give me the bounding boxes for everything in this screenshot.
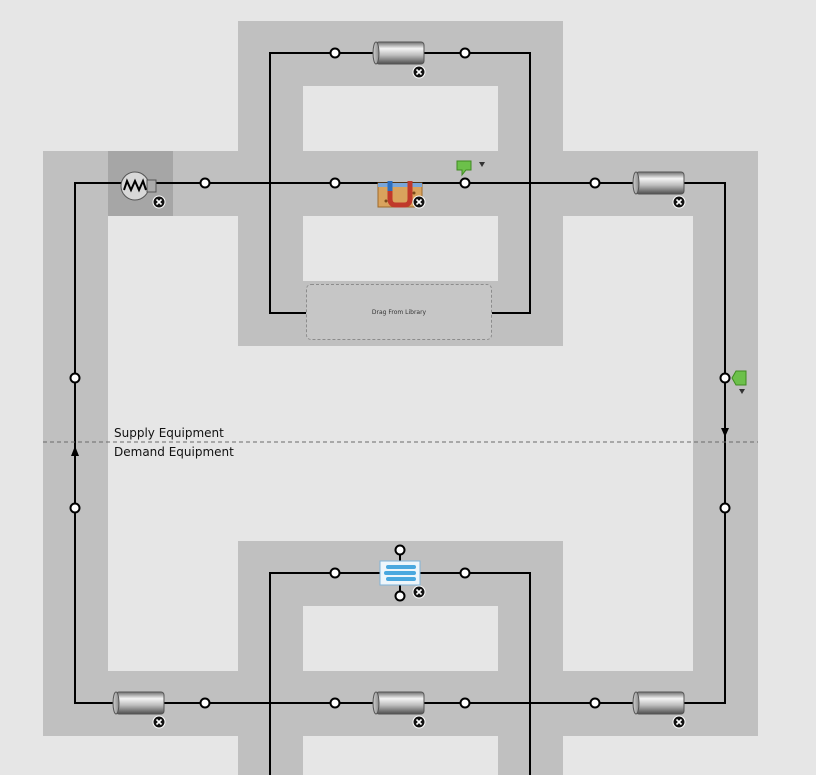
node[interactable] [329, 567, 341, 579]
node[interactable] [719, 502, 731, 514]
node[interactable] [459, 177, 471, 189]
demand-equipment-label: Demand Equipment [114, 445, 234, 459]
remove-icons [152, 65, 686, 729]
node[interactable] [199, 697, 211, 709]
flow-arrow-down-icon [721, 428, 729, 437]
node[interactable] [69, 372, 81, 384]
node[interactable] [589, 177, 601, 189]
pipe-icon[interactable] [632, 691, 685, 715]
remove-component-icon[interactable] [672, 715, 686, 729]
pipe-icon[interactable] [632, 171, 685, 195]
loop-nodes [69, 47, 731, 709]
chevron-down-icon [739, 389, 745, 394]
drag-from-library-dropzone[interactable]: Drag From Library [306, 284, 492, 340]
node[interactable] [199, 177, 211, 189]
pipe-icon[interactable] [112, 691, 165, 715]
coil-water-node[interactable] [394, 590, 406, 602]
flow-arrow-up-icon [71, 446, 79, 456]
water-coil-icon[interactable] [379, 560, 421, 586]
node[interactable] [329, 177, 341, 189]
remove-component-icon[interactable] [412, 195, 426, 209]
coil-water-node[interactable] [394, 544, 406, 556]
node[interactable] [329, 47, 341, 59]
node[interactable] [329, 697, 341, 709]
node[interactable] [719, 372, 731, 384]
node[interactable] [69, 502, 81, 514]
remove-component-icon[interactable] [412, 715, 426, 729]
chevron-down-icon [479, 162, 485, 167]
node[interactable] [459, 697, 471, 709]
pipe-icon[interactable] [372, 41, 425, 65]
remove-component-icon[interactable] [412, 585, 426, 599]
remove-component-icon[interactable] [412, 65, 426, 79]
setpoint-manager-icon[interactable] [731, 370, 747, 394]
remove-component-icon[interactable] [152, 715, 166, 729]
pipe-icon[interactable] [372, 691, 425, 715]
node[interactable] [589, 697, 601, 709]
supply-equipment-label: Supply Equipment [114, 426, 224, 440]
node[interactable] [459, 47, 471, 59]
remove-component-icon[interactable] [152, 195, 166, 209]
setpoint-manager-icon[interactable] [456, 160, 485, 177]
boiler-icon[interactable] [120, 171, 157, 201]
remove-component-icon[interactable] [672, 195, 686, 209]
node[interactable] [459, 567, 471, 579]
loop-background [43, 21, 758, 775]
